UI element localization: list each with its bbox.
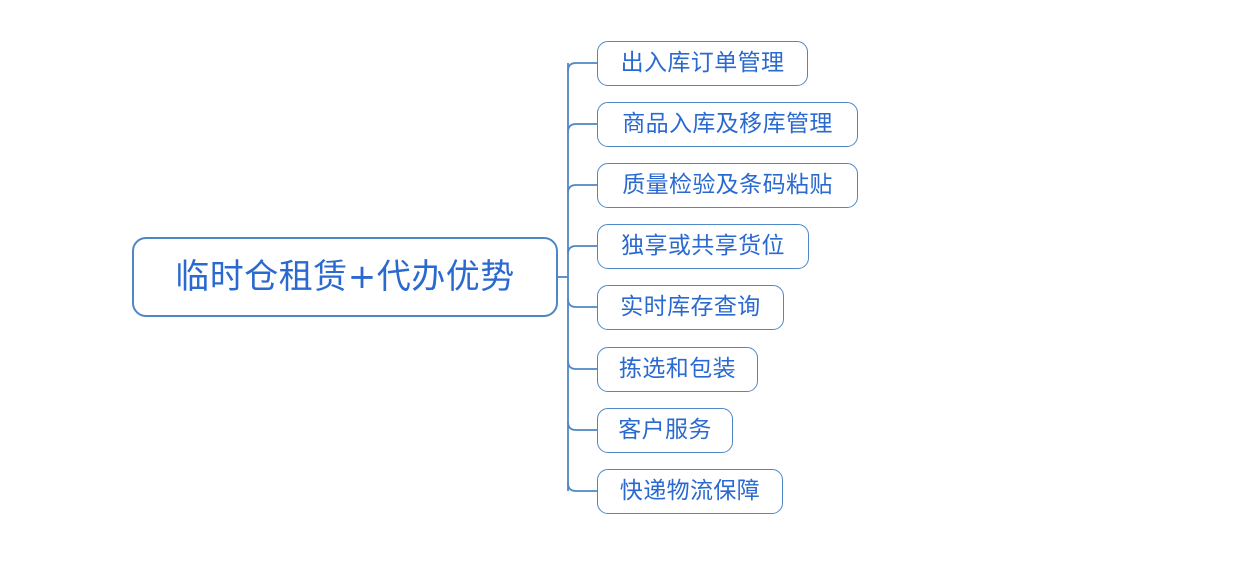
child-node-label: 出入库订单管理	[620, 50, 785, 76]
root-node[interactable]: 临时仓租赁+代办优势	[132, 237, 558, 317]
connector-branch-4	[567, 298, 597, 308]
child-node-label: 质量检验及条码粘贴	[622, 172, 833, 198]
child-node-2[interactable]: 商品入库及移库管理	[597, 102, 858, 147]
child-node-label: 快递物流保障	[619, 478, 761, 504]
root-node-label: 临时仓租赁+代办优势	[175, 257, 515, 297]
child-node-label: 拣选和包装	[619, 356, 736, 382]
connector-branch-0	[567, 62, 597, 72]
child-node-label: 实时库存查询	[620, 294, 761, 320]
child-node-5[interactable]: 实时库存查询	[597, 285, 784, 330]
connector-branch-7	[567, 482, 597, 492]
child-node-6[interactable]: 拣选和包装	[597, 347, 758, 392]
child-node-1[interactable]: 出入库订单管理	[597, 41, 808, 86]
child-node-7[interactable]: 客户服务	[597, 408, 733, 453]
connector-branch-5	[567, 360, 597, 370]
child-node-label: 商品入库及移库管理	[622, 111, 833, 137]
connector-branch-6	[567, 421, 597, 431]
connector-branch-1	[567, 123, 597, 133]
child-node-3[interactable]: 质量检验及条码粘贴	[597, 163, 858, 208]
connector-branch-3	[567, 245, 597, 255]
child-node-label: 客户服务	[618, 417, 712, 443]
connector-branch-2	[567, 184, 597, 194]
child-node-8[interactable]: 快递物流保障	[597, 469, 783, 514]
child-node-label: 独享或共享货位	[621, 233, 785, 259]
child-node-4[interactable]: 独享或共享货位	[597, 224, 809, 269]
